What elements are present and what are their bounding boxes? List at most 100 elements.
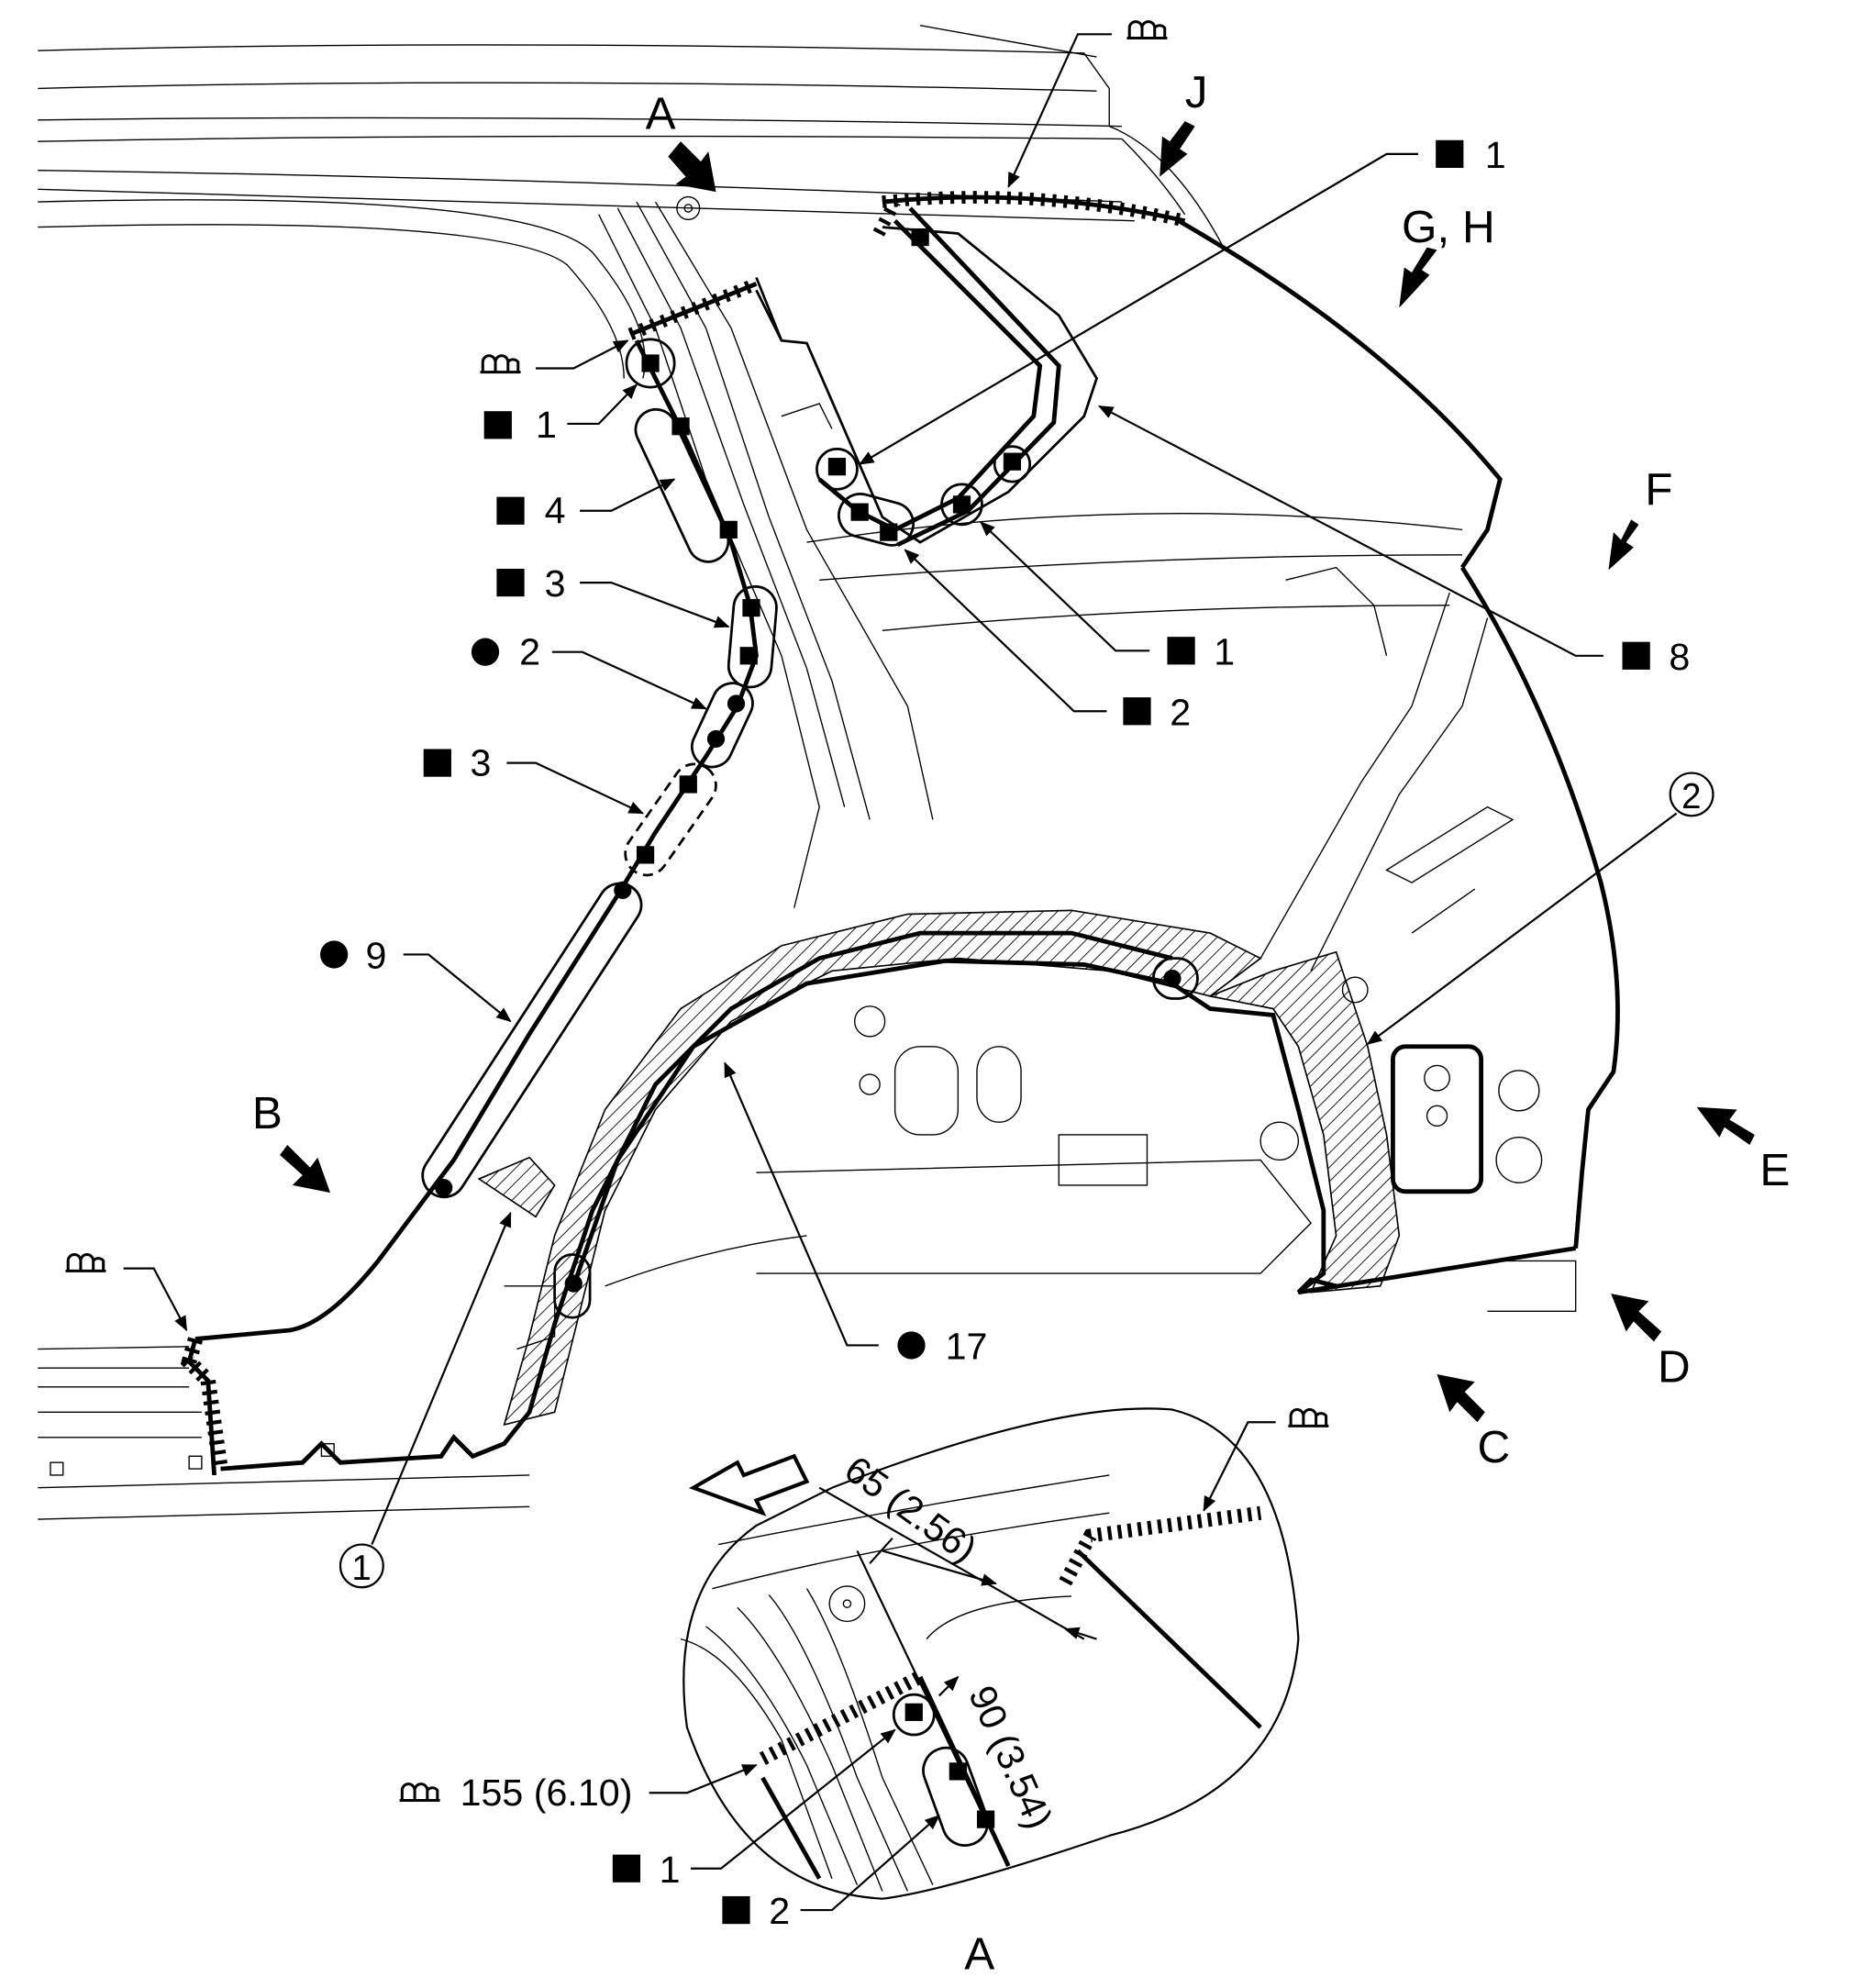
callout-dot-17: 17 [724, 1061, 988, 1368]
weld-bead-icon [479, 354, 523, 374]
callout-square-1-left: 1 [483, 383, 638, 446]
spot-weld-icon [1123, 697, 1151, 726]
weld-dot [1163, 969, 1182, 988]
weld-bead-icon [1125, 20, 1169, 39]
weld-square [1003, 452, 1022, 471]
svg-text:C: C [1478, 1422, 1511, 1472]
svg-text:9: 9 [366, 935, 387, 977]
svg-text:1: 1 [1485, 134, 1506, 176]
view-arrow-e: E [1696, 1106, 1790, 1195]
callout-bead-upper [479, 339, 629, 374]
weld-dot [706, 729, 726, 749]
weld-dot [564, 1274, 583, 1293]
view-arrow-d: D [1611, 1294, 1691, 1392]
weld-square [911, 228, 929, 247]
svg-text:2: 2 [1681, 777, 1701, 816]
weld-square [904, 1703, 923, 1721]
svg-text:1: 1 [1214, 630, 1235, 672]
callout-square-4: 4 [496, 478, 676, 532]
svg-text:8: 8 [1669, 636, 1690, 678]
svg-text:2: 2 [769, 1890, 790, 1932]
spot-weld-icon [612, 1854, 641, 1882]
svg-text:G, H: G, H [1402, 202, 1495, 252]
top-weld-bead [872, 191, 1187, 237]
svg-text:1: 1 [660, 1849, 681, 1891]
weld-square [742, 598, 760, 617]
svg-text:J: J [1185, 67, 1208, 117]
svg-text:1: 1 [351, 1549, 371, 1588]
callout-square-1-mid: 1 [980, 521, 1235, 672]
callout-square-8: 8 [1098, 405, 1690, 678]
roof-lines [38, 25, 1224, 247]
svg-text:3: 3 [471, 741, 492, 783]
weld-square [641, 354, 660, 372]
quarter-outer-edge [1459, 566, 1620, 1249]
view-arrow-j: J [1160, 67, 1207, 177]
svg-text:1: 1 [536, 404, 557, 446]
view-arrow-c: C [1437, 1374, 1511, 1472]
view-arrows: A B C D E F G, H J [252, 67, 1790, 1472]
callout-square-3-upper: 3 [496, 562, 730, 628]
plug-weld-icon [471, 638, 500, 666]
weld-bead-icon [398, 1783, 442, 1803]
view-arrow-b: B [252, 1088, 331, 1194]
weld-square [827, 458, 847, 476]
callout-square-3-lower: 3 [423, 741, 645, 815]
part-numbers: 1 2 [338, 772, 1714, 1589]
pillar-cut-line [194, 289, 783, 1341]
svg-text:B: B [252, 1088, 283, 1138]
spot-weld-icon [496, 568, 525, 597]
wheel-arch [477, 909, 1577, 1427]
inner-structure [504, 403, 1577, 1350]
part-number-1: 1 [338, 1211, 512, 1589]
weld-bead-icon [1286, 1408, 1330, 1427]
inset-callout-bead-length: 155 (6.10) [398, 1764, 758, 1814]
view-arrow-gh: G, H [1399, 202, 1495, 308]
weld-dot [435, 1179, 453, 1197]
part-number-2: 2 [1366, 772, 1714, 1045]
weld-square [636, 846, 655, 864]
spot-weld-icon [496, 496, 525, 525]
weld-square [880, 523, 898, 541]
svg-text:3: 3 [545, 562, 566, 605]
weld-dot [727, 694, 746, 713]
weld-square [679, 775, 697, 794]
spot-weld-icon [1436, 139, 1464, 168]
spot-weld-icon [722, 1895, 750, 1925]
weld-square [952, 495, 971, 514]
callout-square-1-top-right: 1 [858, 134, 1506, 465]
svg-text:155 (6.10): 155 (6.10) [460, 1771, 633, 1814]
pillar-weld-bead [627, 278, 760, 340]
svg-text:E: E [1759, 1145, 1790, 1195]
callouts: 1 4 3 2 3 9 [63, 20, 1690, 1368]
weld-square [850, 503, 869, 521]
callout-dot-9: 9 [320, 935, 512, 1023]
svg-text:F: F [1645, 464, 1672, 515]
spot-weld-icon [483, 411, 512, 439]
callout-dot-2: 2 [471, 630, 707, 710]
svg-text:2: 2 [519, 630, 540, 672]
svg-text:4: 4 [545, 490, 566, 532]
spot-weld-icon [423, 749, 451, 777]
inset-callout-bead [1203, 1408, 1330, 1512]
callout-square-2-mid: 2 [904, 549, 1191, 733]
inset-callout-square-1: 1 [612, 1728, 896, 1891]
plug-weld-icon [897, 1331, 926, 1360]
weld-square [739, 647, 758, 665]
detail-view-a: 65 (2.56) 90 (3.54) A 155 (6.10) 1 2 [398, 1407, 1330, 1980]
svg-text:17: 17 [946, 1326, 988, 1368]
quarter-window [755, 206, 1503, 631]
svg-text:D: D [1658, 1341, 1691, 1392]
view-arrow-f: F [1608, 464, 1672, 571]
callout-bead-lower-left [63, 1252, 188, 1332]
weld-group-outlines [421, 338, 1199, 1319]
svg-text:2: 2 [1170, 691, 1191, 733]
spot-weld-icon [1167, 637, 1195, 665]
view-arrow-a: A [646, 88, 716, 193]
door-opening [38, 195, 934, 908]
callout-bead-top [1007, 20, 1169, 188]
svg-text:A: A [964, 1929, 994, 1980]
plug-weld-icon [320, 940, 349, 969]
